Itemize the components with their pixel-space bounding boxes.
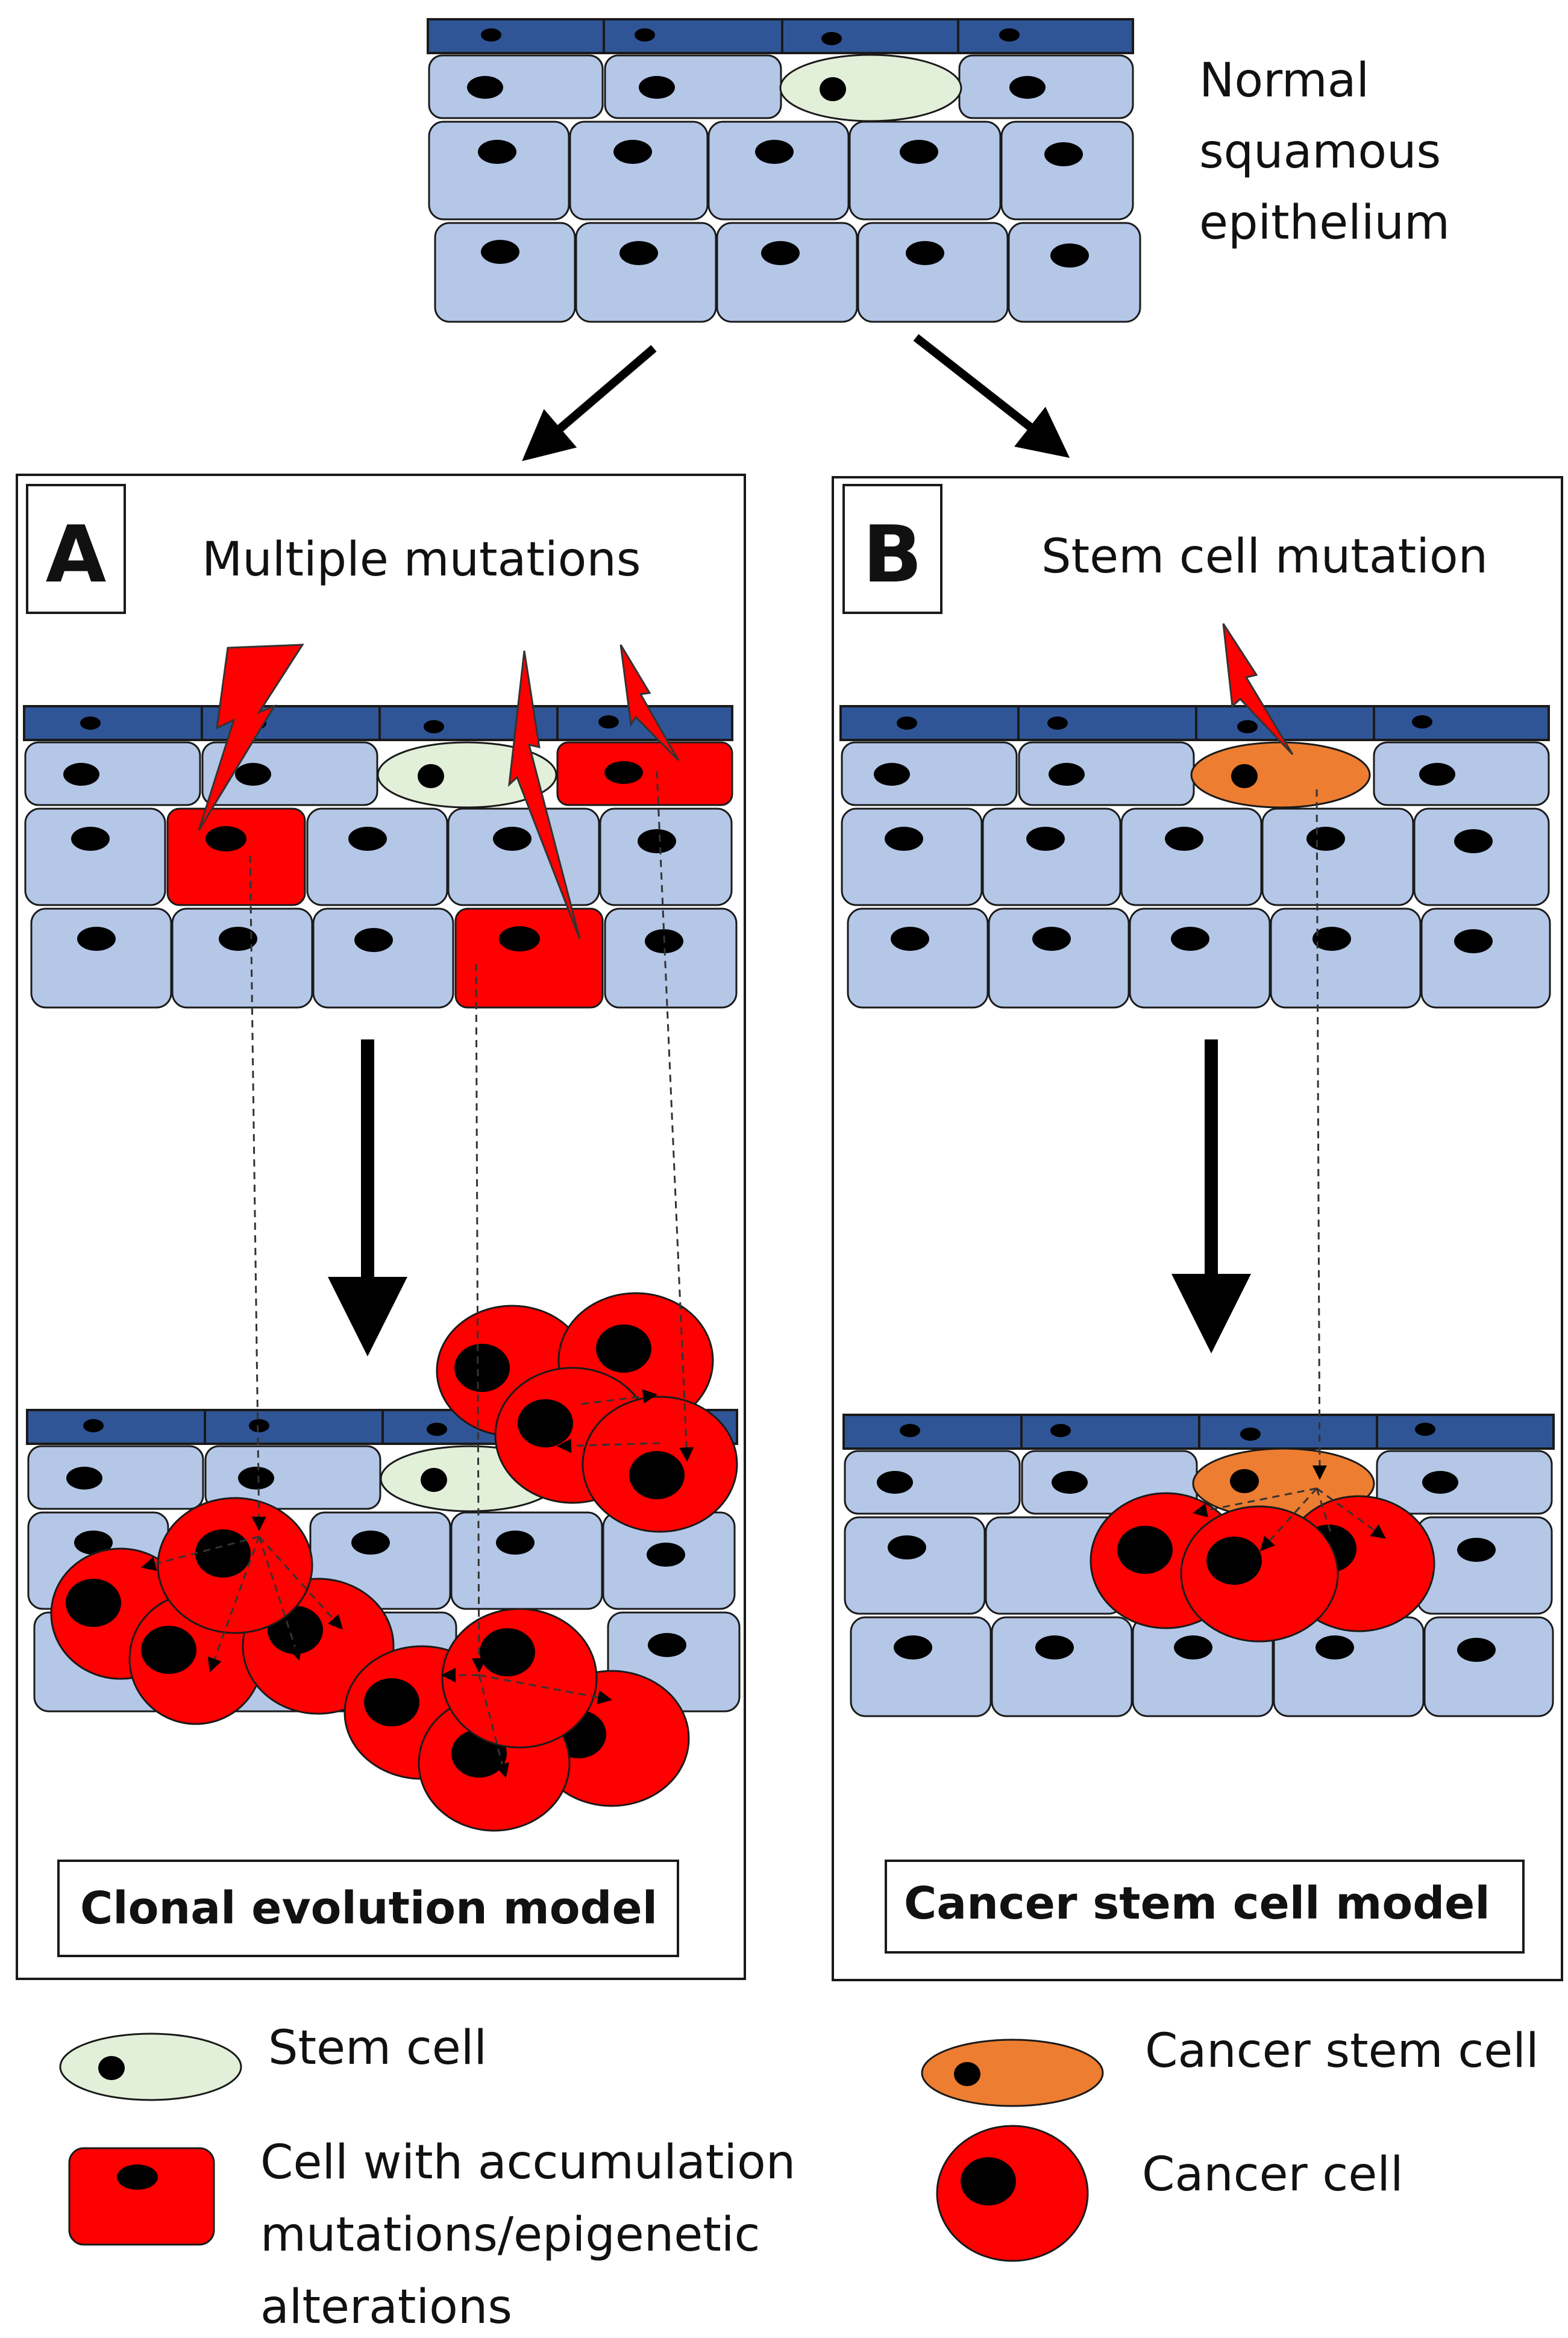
panel-a-lineage-lines [141,771,694,1778]
legend-mutated-cell-label-line-1: Cell with accumulation [260,2136,795,2190]
epithelial-cells [428,54,1141,323]
legend-stem-cell-label: Stem cell [268,2021,487,2075]
legend-stem-cell-swatch [59,2032,242,2101]
panel-b-frame [832,476,1563,1981]
basal-layer [427,18,1134,54]
legend-mutated-cell-label-line-3: alterations [260,2280,512,2334]
panel-b-letter: B [862,509,922,600]
stem-cell [779,54,962,122]
panel-b-model-label-box [885,1860,1525,1954]
branch-arrow-left [522,345,657,462]
legend-cancer-cell-swatch [936,2125,1089,2262]
panel-b-title: Stem cell mutation [1041,530,1488,584]
panel-b-lineage-lines [1193,789,1386,1552]
panel-b-letter-box [842,484,942,614]
panel-a-letter-box [26,484,126,614]
legend-mutated-cell-label-line-2: mutations/epigenetic [260,2208,760,2262]
panel-a-epithelium-before [23,705,738,1009]
normal-epithelium-label-line-2: squamous [1199,125,1441,179]
legend-cancer-cell-label: Cancer cell [1142,2148,1403,2202]
legend-cancer-stem-cell-swatch [921,2039,1104,2107]
branch-arrow-right [913,334,1070,458]
panel-a-title: Multiple mutations [202,533,641,587]
legend: Stem cell Cell with accumulation mutatio… [59,2021,1539,2334]
panel-b-model-label: Cancer stem cell model [904,1878,1490,1929]
panel-b-epithelium-before [839,705,1551,1009]
panel-a-model-label: Clonal evolution model [80,1882,657,1934]
panel-b-epithelium-after [842,1414,1555,1717]
panel-a-mutated-cells [166,741,733,1009]
normal-epithelium-label-line-1: Normal [1199,54,1369,108]
panel-a-model-label-box [57,1860,679,1957]
panel-a-mutation-bolts [198,644,680,939]
panel-a-letter: A [46,509,107,600]
normal-epithelium [427,18,1141,323]
panel-a-tumor-clusters [50,1292,738,1832]
legend-cancer-stem-cell-label: Cancer stem cell [1145,2024,1539,2078]
panel-a-frame [16,474,746,1980]
panel-b-tumor-cluster [1090,1492,1435,1643]
legend-mutated-cell-swatch [68,2147,215,2246]
normal-epithelium-label-line-3: epithelium [1199,196,1450,250]
panel-b-mutation-bolt [1222,623,1294,756]
